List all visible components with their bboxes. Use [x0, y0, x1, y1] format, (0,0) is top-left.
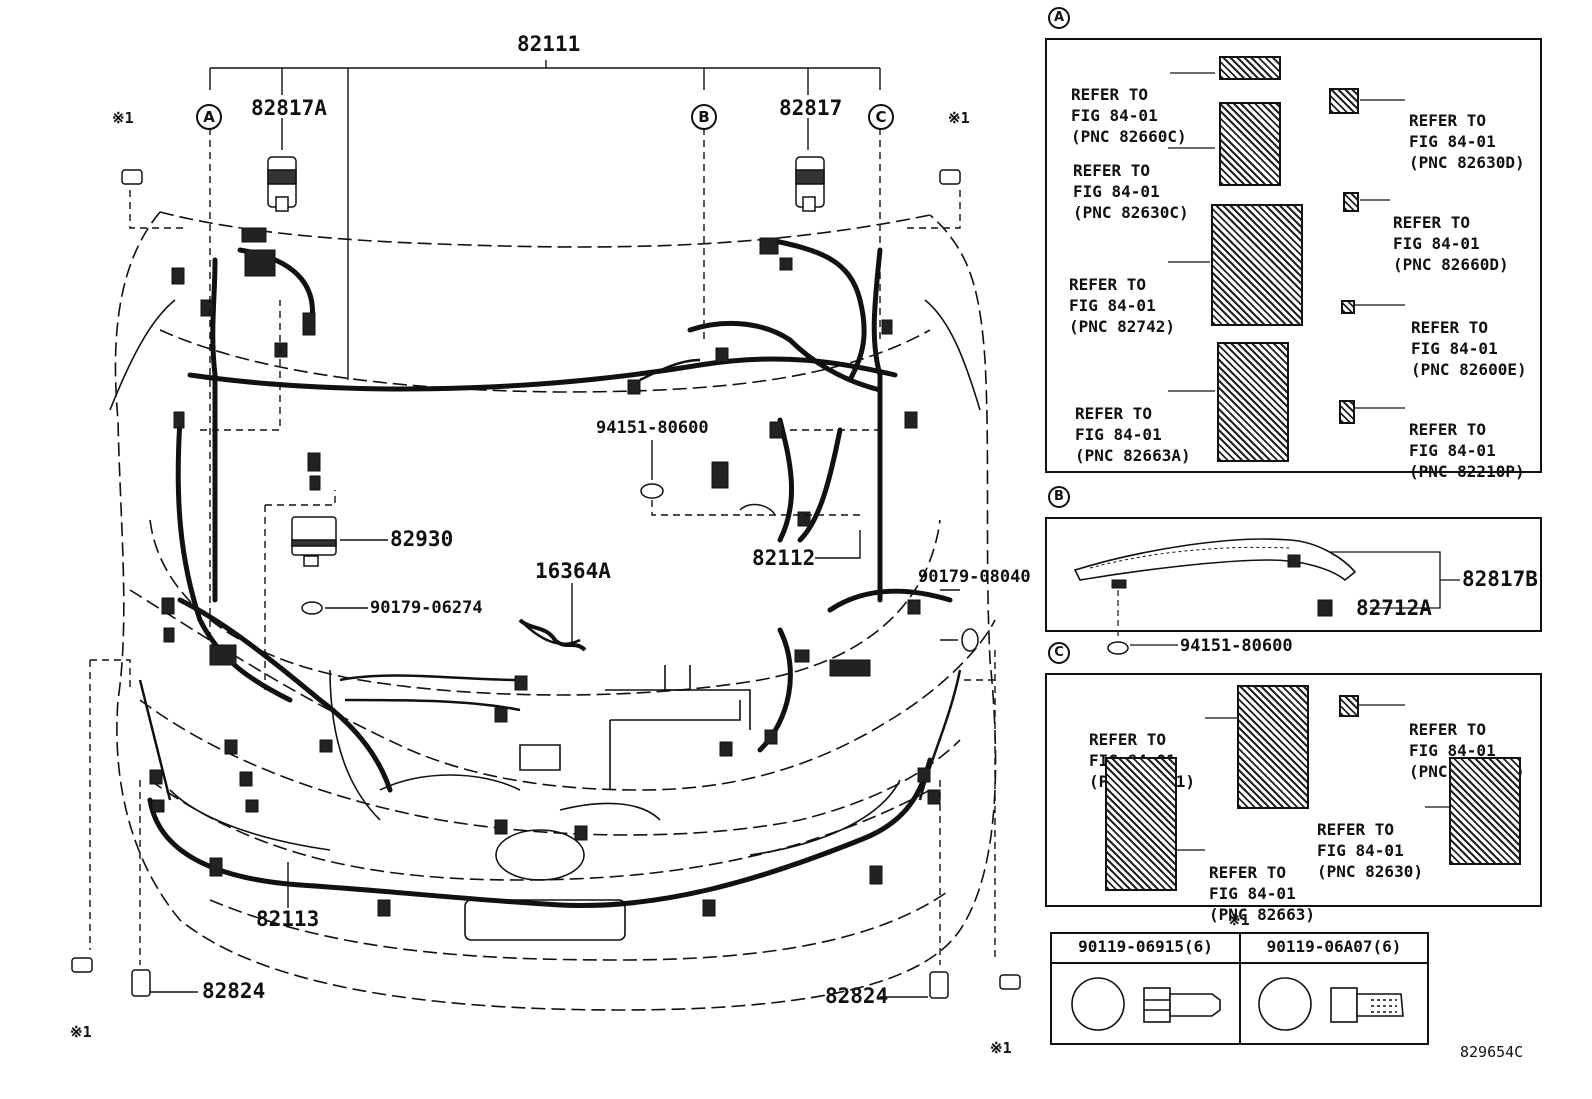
part-image-82660C	[1219, 56, 1281, 80]
bolt-table: 90119-06915(6) E 90119-06A07(6) T	[1050, 932, 1429, 1045]
part-label-82111: 82111	[517, 32, 581, 56]
part-label-82930: 82930	[390, 527, 454, 551]
bolt-cell-1: 90119-06915(6) E	[1052, 934, 1241, 1043]
part-label-90179-06274: 90179-06274	[370, 598, 483, 618]
part-label-82824-left: 82824	[202, 979, 266, 1003]
part-image-82660B	[1339, 695, 1359, 717]
panel-b-tag: B	[1048, 486, 1070, 508]
part-label-82817: 82817	[779, 96, 843, 120]
part-image-82663A	[1217, 342, 1289, 462]
part-label-82112: 82112	[752, 546, 816, 570]
part-image-82663	[1105, 757, 1177, 891]
panel-b	[1045, 517, 1542, 632]
bolt-header-1: 90119-06915(6)	[1052, 934, 1239, 964]
part-label-90179-08040: 90179-08040	[918, 567, 1031, 587]
note-mark-bottom-right: ※1	[990, 1039, 1012, 1057]
panel-c-tag: C	[1048, 642, 1070, 664]
part-image-82600E	[1341, 300, 1355, 314]
note-mark-top-left: ※1	[112, 109, 134, 127]
callout-a: A	[196, 104, 222, 130]
bolt-table-note: ※1	[1228, 911, 1250, 929]
part-label-82113: 82113	[256, 907, 320, 931]
figure-id: 829654C	[1460, 1043, 1524, 1061]
part-label-82824-right: 82824	[825, 984, 889, 1008]
note-mark-bottom-left: ※1	[70, 1023, 92, 1041]
part-image-82660D	[1343, 192, 1359, 212]
part-image-82741	[1237, 685, 1309, 809]
part-label-82817B: 82817B	[1462, 567, 1538, 591]
part-label-16364A: 16364A	[535, 559, 611, 583]
part-image-82630C	[1219, 102, 1281, 186]
part-image-82210P	[1339, 400, 1355, 424]
bolt-cell-2: 90119-06A07(6) T	[1241, 934, 1427, 1043]
part-image-82630D	[1329, 88, 1359, 114]
part-image-82630	[1449, 757, 1521, 865]
part-image-82742	[1211, 204, 1303, 326]
panel-a-tag: A	[1048, 7, 1070, 29]
part-label-82712A: 82712A	[1356, 596, 1432, 620]
bolt-header-2: 90119-06A07(6)	[1241, 934, 1427, 964]
callout-b: B	[691, 104, 717, 130]
part-label-82817A: 82817A	[251, 96, 327, 120]
callout-c: C	[868, 104, 894, 130]
bolt-icon-2	[1258, 977, 1404, 1031]
part-label-94151-80600-b: 94151-80600	[1180, 636, 1293, 656]
bolt-icon-1	[1071, 977, 1221, 1031]
note-mark-top-right: ※1	[948, 109, 970, 127]
part-label-94151-80600: 94151-80600	[596, 418, 709, 438]
